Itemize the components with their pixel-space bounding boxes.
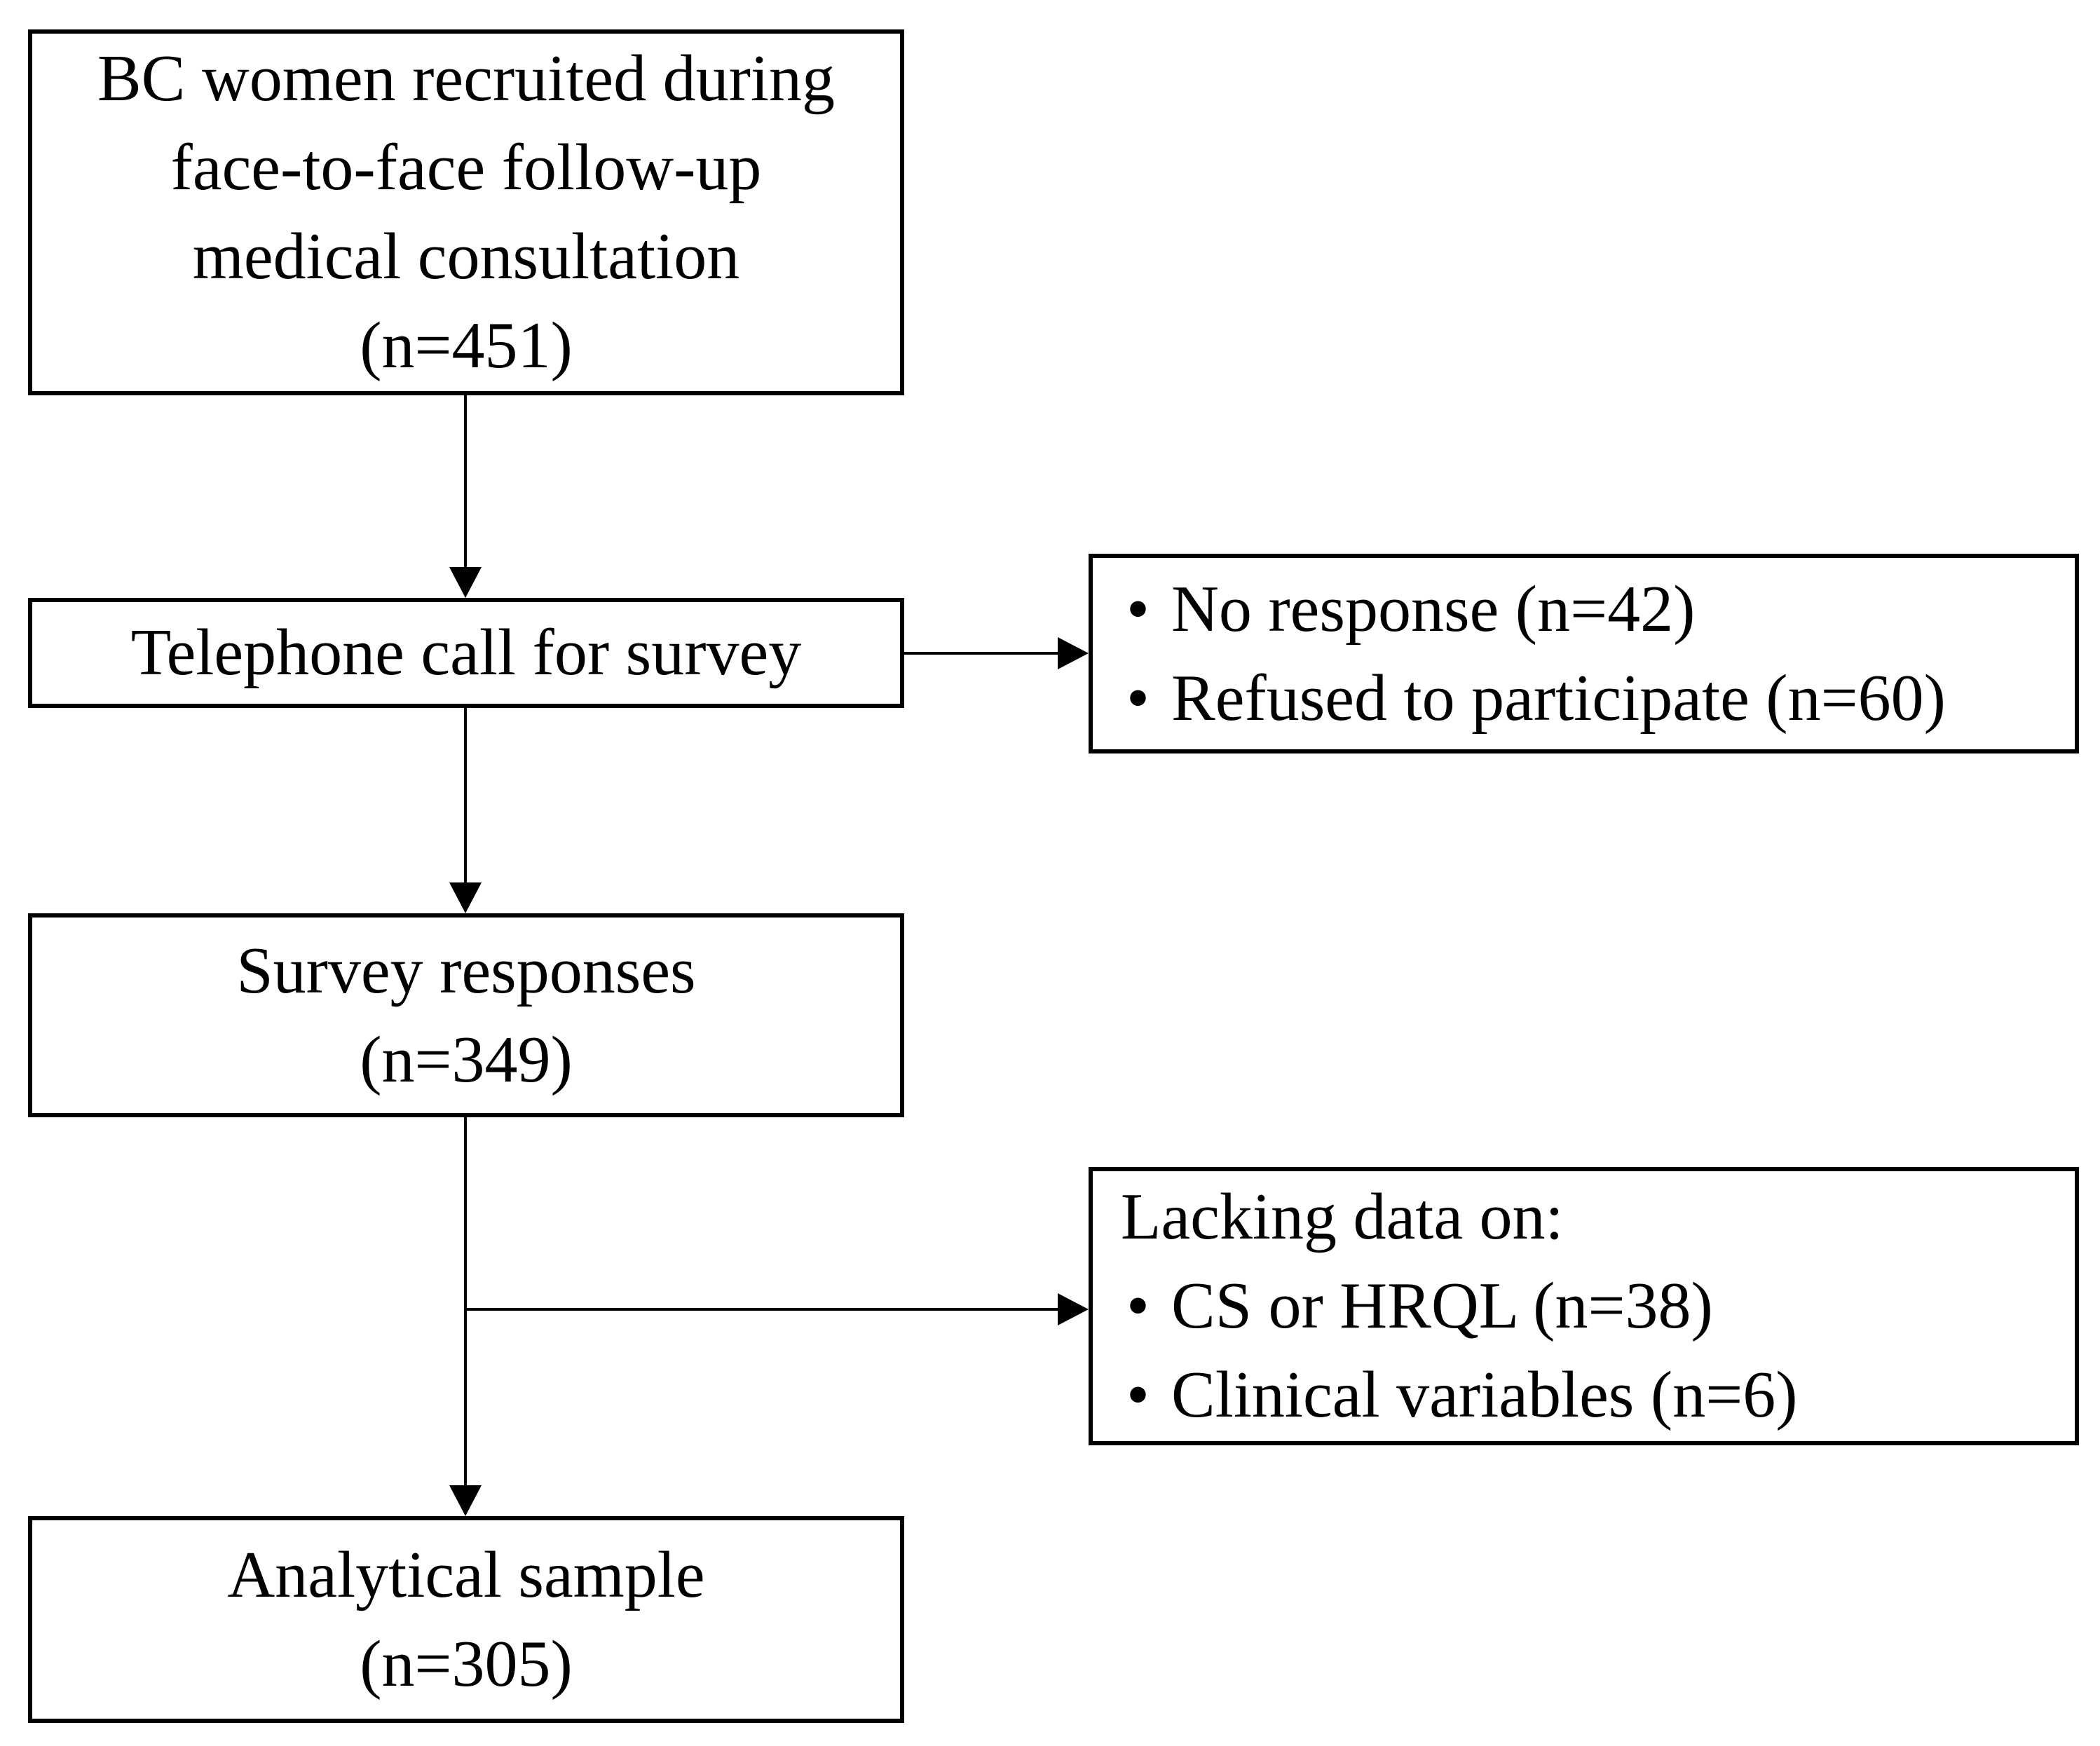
box-survey-count: (n=349) [360, 1023, 573, 1096]
exclusion-item-label: Refused to participate (n=60) [1171, 661, 1946, 735]
box-analytical-count: (n=305) [360, 1627, 573, 1700]
exclusion-item: • Refused to participate (n=60) [1093, 654, 2075, 743]
missing-data-item: • CS or HRQL (n=38) [1093, 1262, 2075, 1351]
exclusion-item-label: No response (n=42) [1171, 572, 1696, 646]
arrow-survey-to-analytical [449, 1117, 482, 1516]
bullet-icon: • [1126, 572, 1150, 646]
arrow-telephone-to-exclusions [904, 637, 1089, 669]
box-recruited-line: BC women recruited during [97, 42, 836, 115]
box-recruited-line: medical consultation [192, 220, 740, 293]
box-analytical-sample: Analytical sample (n=305) [28, 1516, 904, 1723]
box-survey-label: Survey responses [236, 934, 696, 1007]
box-telephone-label: Telephone call for survey [130, 616, 802, 689]
box-phone-exclusions: • No response (n=42) • Refused to partic… [1089, 554, 2079, 753]
bullet-icon: • [1126, 1269, 1150, 1342]
arrow-recruited-to-telephone [449, 395, 482, 598]
box-missing-data: Lacking data on: • CS or HRQL (n=38) • C… [1089, 1167, 2079, 1445]
box-telephone-call: Telephone call for survey [28, 598, 904, 708]
box-analytical-label: Analytical sample [227, 1538, 705, 1611]
missing-data-item: • Clinical variables (n=6) [1093, 1351, 2075, 1440]
box-survey-responses: Survey responses (n=349) [28, 913, 904, 1117]
arrow-branch-to-missing-data [465, 1293, 1089, 1325]
box-recruited-line: face-to-face follow-up [170, 131, 762, 204]
missing-data-title: Lacking data on: [1121, 1180, 1564, 1253]
missing-data-item-label: CS or HRQL (n=38) [1171, 1269, 1713, 1342]
missing-data-item-label: Clinical variables (n=6) [1171, 1358, 1798, 1431]
exclusion-item: • No response (n=42) [1093, 565, 2075, 654]
bullet-icon: • [1126, 661, 1150, 735]
box-recruited-count: (n=451) [360, 309, 573, 382]
box-recruited: BC women recruited during face-to-face f… [28, 29, 904, 395]
arrow-telephone-to-survey [449, 708, 482, 913]
bullet-icon: • [1126, 1358, 1150, 1431]
